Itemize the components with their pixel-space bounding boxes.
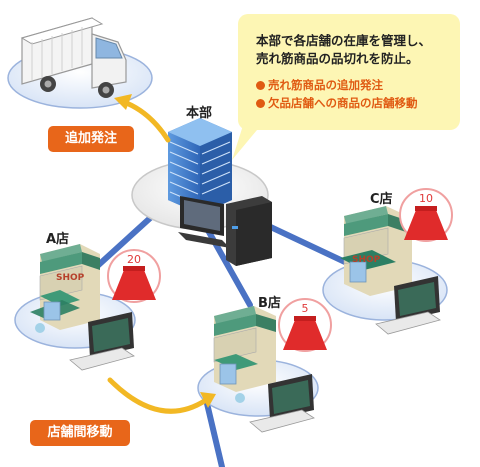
bullet-dot-icon [256, 99, 265, 108]
store-b-register-icon [249, 374, 315, 433]
hq-label: 本部 [186, 106, 213, 121]
transfer-button: 店舗間移動 [30, 420, 130, 446]
store-c-register-icon [375, 276, 441, 335]
bullet-dot-icon [256, 81, 265, 90]
callout-bullet-1-text: 売れ筋商品の追加発注 [268, 78, 383, 92]
callout-bullet-1: 売れ筋商品の追加発注 [256, 76, 452, 94]
reorder-button: 追加発注 [48, 126, 134, 152]
store-b-stock-badge [278, 298, 332, 352]
store-a-label: A店 [46, 232, 70, 247]
store-c-shop-sign: SHOP [352, 255, 381, 265]
callout-line-2: 売れ筋商品の品切れを防止。 [256, 51, 419, 66]
store-a-stock-count: 20 [127, 253, 141, 266]
skirt-icon [112, 270, 156, 300]
store-c-stock-badge [399, 188, 453, 242]
callout-box: 本部で各店舗の在庫を管理し、 売れ筋商品の品切れを防止。 売れ筋商品の追加発注 … [238, 14, 460, 130]
store-c-stock-count: 10 [419, 192, 433, 205]
reorder-arrow [114, 94, 171, 143]
store-c-label: C店 [370, 192, 393, 207]
store-b-building-icon [213, 306, 276, 403]
callout-bullet-2: 欠品店舗への商品の店舗移動 [256, 94, 452, 112]
skirt-icon [404, 210, 448, 240]
store-c-building-icon [340, 206, 412, 296]
store-b-stock-count: 5 [301, 302, 309, 315]
hq-computer-icon [178, 196, 272, 266]
transfer-arrow [107, 377, 216, 414]
hq-building-icon [168, 118, 232, 214]
skirt-icon [283, 320, 327, 350]
store-a-building-icon [30, 244, 100, 333]
callout-line-1: 本部で各店舗の在庫を管理し、 [256, 33, 432, 48]
store-a-shop-sign: SHOP [56, 273, 85, 283]
store-a-register-icon [69, 312, 135, 371]
store-b-label: B店 [258, 296, 281, 311]
truck-icon [20, 17, 127, 98]
callout-bullet-2-text: 欠品店舗への商品の店舗移動 [268, 96, 418, 110]
store-a-stock-badge [107, 249, 161, 303]
